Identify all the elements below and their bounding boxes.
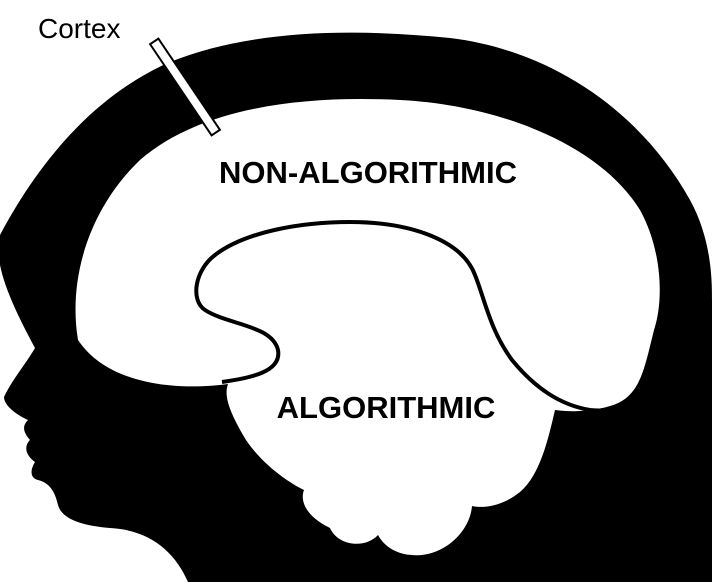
cortex-pointer: [148, 37, 222, 137]
algorithmic-label: ALGORITHMIC: [277, 390, 496, 425]
non-algorithmic-label: NON-ALGORITHMIC: [219, 155, 517, 190]
algorithmic-region-outline: [194, 219, 647, 413]
brain-shape: [75, 99, 660, 556]
cortex-label: Cortex: [38, 13, 120, 44]
